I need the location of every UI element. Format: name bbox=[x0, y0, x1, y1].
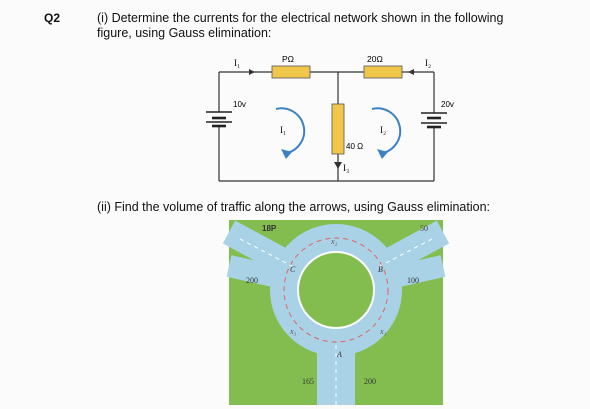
node-b-label: B bbox=[378, 265, 383, 274]
right-battery bbox=[421, 112, 447, 129]
roundabout-inner-edge bbox=[297, 251, 375, 329]
lane-markings bbox=[239, 238, 433, 405]
roundabout-flow-arrows bbox=[283, 237, 389, 343]
right-loop-arrow-icon bbox=[371, 107, 402, 154]
right-flow-label: 100 bbox=[407, 276, 419, 285]
right-loop-label: I₂ bbox=[380, 125, 386, 135]
right-arc-label: x₁ bbox=[379, 327, 387, 336]
top-left-wire-arrow-icon bbox=[249, 69, 255, 75]
left-loop-arrow-icon bbox=[275, 107, 306, 154]
right-resistor bbox=[363, 65, 403, 79]
part2-text: (ii) Find the volume of traffic along th… bbox=[97, 200, 491, 214]
left-resistor bbox=[271, 65, 311, 79]
middle-wire-arrow-icon bbox=[334, 162, 342, 169]
top-right-wire-arrow-icon bbox=[408, 69, 414, 75]
middle-current-label: I₃ bbox=[343, 163, 349, 173]
left-arc-label: x₃ bbox=[289, 327, 297, 336]
right-loop-arrowhead-icon bbox=[377, 149, 388, 159]
part1-text-line2: figure, using Gauss elimination: bbox=[97, 26, 272, 40]
left-top-current-label: I₁ bbox=[234, 58, 240, 68]
right-resistor-label: 20Ω bbox=[367, 54, 383, 64]
top-right-flow-label: 50 bbox=[420, 224, 428, 233]
right-source-label: 20v bbox=[441, 100, 454, 109]
left-battery bbox=[206, 111, 232, 128]
bottom-left-flow-label: 165 bbox=[302, 377, 314, 386]
left-flow-label: 200 bbox=[246, 276, 258, 285]
question-number: Q2 bbox=[44, 11, 61, 25]
left-loop-arrowhead-icon bbox=[281, 149, 292, 159]
node-a-label: A bbox=[336, 350, 342, 359]
top-arc-label: x₂ bbox=[330, 237, 338, 246]
top-left-flow-label: 18P bbox=[262, 224, 277, 233]
middle-resistor bbox=[331, 103, 345, 155]
part1-text-line1: (i) Determine the currents for the elect… bbox=[97, 11, 504, 25]
right-top-current-label: I₂ bbox=[425, 58, 431, 68]
left-source-label: 10v bbox=[233, 100, 246, 109]
left-resistor-label: PΩ bbox=[282, 54, 294, 64]
left-loop-label: I₁ bbox=[280, 125, 286, 135]
node-c-label: C bbox=[290, 265, 296, 274]
middle-resistor-label: 40 Ω bbox=[346, 142, 363, 151]
bottom-right-flow-label: 200 bbox=[364, 377, 376, 386]
roundabout-center bbox=[298, 252, 374, 328]
